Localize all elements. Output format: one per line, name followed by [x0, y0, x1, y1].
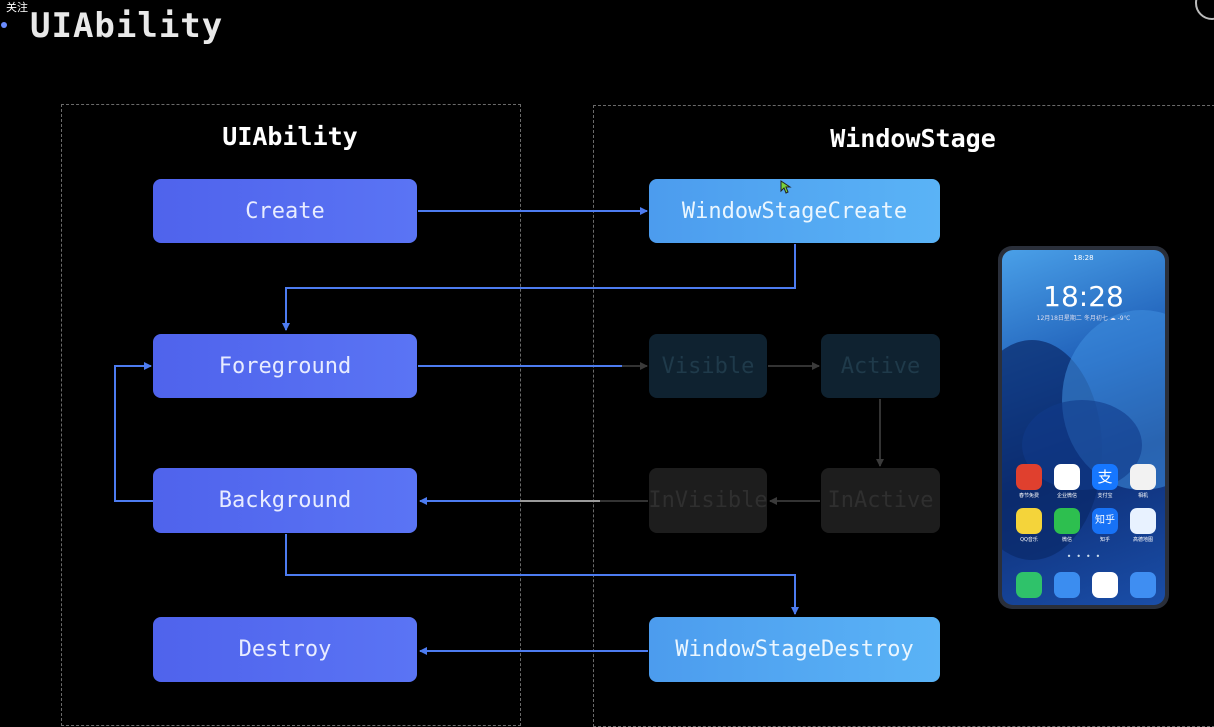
app-label: 企业微信	[1056, 493, 1077, 499]
arrow-background-to-wsdestroy	[285, 534, 799, 615]
app-camera-icon	[1130, 464, 1156, 490]
arrow-background-to-foreground	[114, 362, 153, 502]
app-alipay-icon: 支	[1092, 464, 1118, 490]
dock-phone-icon	[1016, 572, 1042, 598]
app-label: 相机	[1137, 493, 1148, 499]
state-windowstage-destroy: WindowStageDestroy	[649, 617, 940, 682]
app-label: 知乎	[1099, 537, 1110, 543]
slide-title: UIAbility	[30, 6, 224, 46]
dock-messages-icon	[1054, 572, 1080, 598]
state-windowstage-create: WindowStageCreate	[649, 179, 940, 243]
dock-browser-icon	[1092, 572, 1118, 598]
phone-clock: 18:28	[1043, 280, 1124, 313]
app-wecom-icon	[1054, 464, 1080, 490]
app-label: QQ音乐	[1020, 537, 1038, 543]
app-label: 支付宝	[1097, 493, 1113, 499]
app-label: 高德地图	[1132, 537, 1153, 543]
cursor-icon	[780, 180, 792, 194]
page-dots: • • • •	[1066, 552, 1101, 561]
state-active: Active	[821, 334, 940, 398]
app-spring-icon	[1016, 464, 1042, 490]
state-create: Create	[153, 179, 417, 243]
state-foreground: Foreground	[153, 334, 417, 398]
app-qqmusic-icon	[1016, 508, 1042, 534]
state-visible: Visible	[649, 334, 767, 398]
state-background: Background	[153, 468, 417, 533]
phone-screen: 18:28 18:28 12月18日星期二 冬月初七 ☁ -9℃ 支 春节免费 …	[1002, 250, 1165, 605]
app-label: 春节免费	[1018, 493, 1039, 499]
title-bullet	[1, 22, 7, 28]
app-label: 微信	[1061, 537, 1072, 543]
app-zhihu-icon: 知乎	[1092, 508, 1118, 534]
state-invisible: InVisible	[648, 468, 768, 533]
follow-label[interactable]: 关注	[6, 1, 28, 14]
arrow-wscreate-to-foreground	[282, 244, 796, 331]
phone-date: 12月18日星期二 冬月初七 ☁ -9℃	[1036, 315, 1131, 322]
phone-status-time: 18:28	[1073, 254, 1094, 262]
app-amap-icon	[1130, 508, 1156, 534]
dock-contacts-icon	[1130, 572, 1156, 598]
windowstage-panel-title: WindowStage	[830, 124, 996, 153]
phone-illustration: 18:28 18:28 12月18日星期二 冬月初七 ☁ -9℃ 支 春节免费 …	[998, 246, 1169, 609]
app-wechat-icon	[1054, 508, 1080, 534]
state-inactive: InActive	[821, 468, 940, 533]
state-destroy: Destroy	[153, 617, 417, 682]
uiability-panel-title: UIAbility	[222, 122, 358, 151]
